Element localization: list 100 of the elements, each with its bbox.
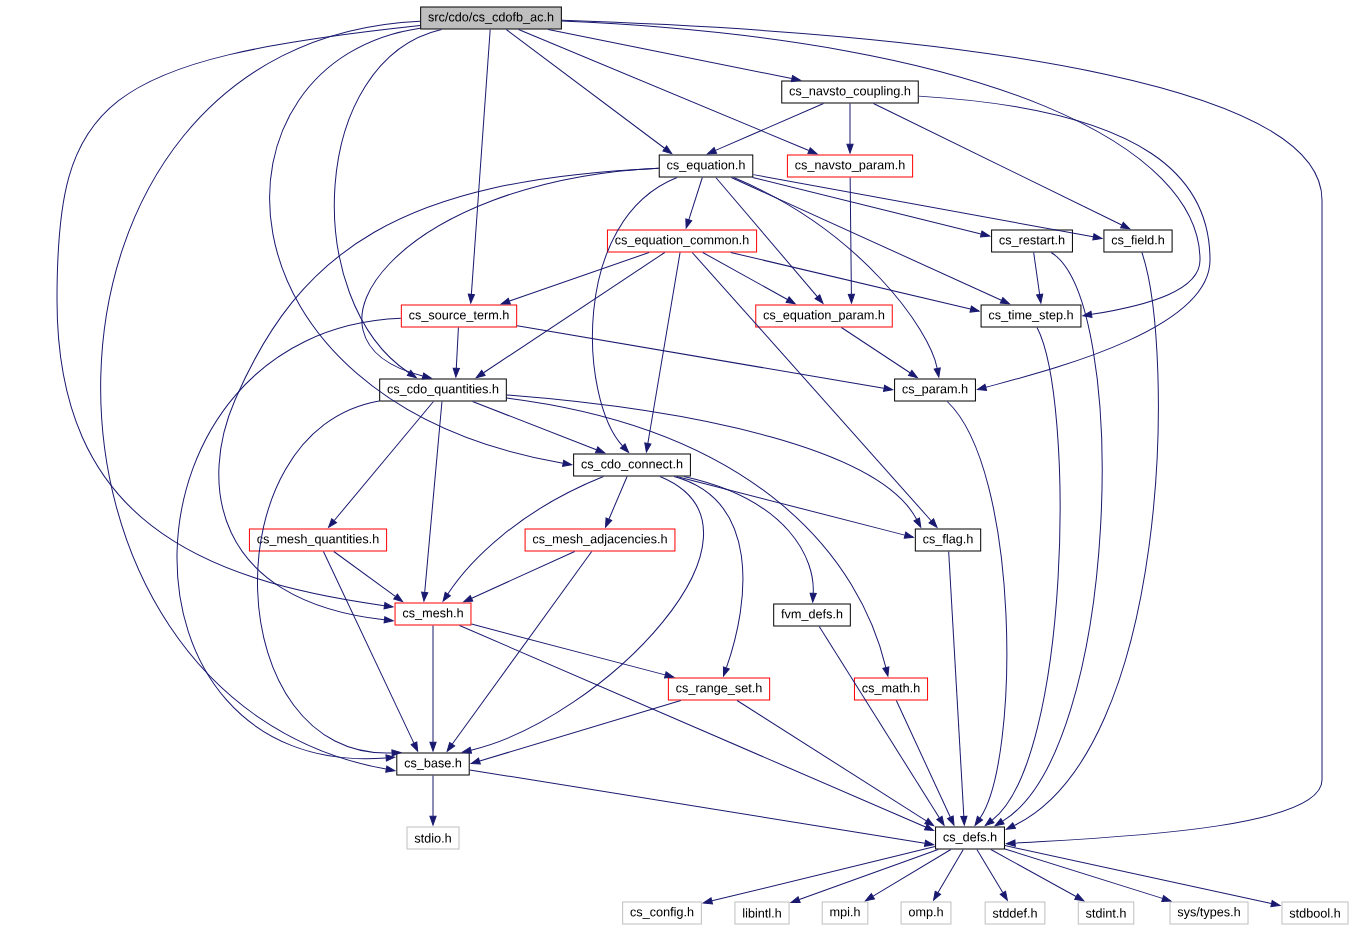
arrow [933, 849, 964, 901]
header-box: stdbool.h [1281, 901, 1349, 925]
arrow [561, 20, 1201, 318]
arrow [918, 95, 1211, 391]
header-box: omp.h [900, 901, 952, 925]
arrow [100, 20, 421, 773]
arrow [505, 29, 673, 155]
header-box: cs_base.h [396, 752, 470, 776]
header-box: stdint.h [1077, 901, 1135, 925]
arrow [470, 700, 682, 765]
header-box: cs_defs.h [935, 826, 1005, 850]
arrow [467, 29, 491, 304]
header-box: cs_config.h [622, 901, 702, 925]
arrow [676, 476, 914, 539]
arrow [715, 177, 824, 304]
arrow [429, 775, 437, 826]
arrow [990, 849, 1085, 902]
arrow [461, 476, 704, 754]
arrow [506, 394, 922, 528]
arrow [706, 103, 824, 155]
arrow [1005, 252, 1159, 830]
arrow [702, 846, 936, 905]
header-box: fvm_defs.h [773, 603, 851, 627]
arrow [752, 174, 1103, 241]
header-box: cs_mesh_adjacencies.h [524, 528, 676, 552]
arrow [846, 103, 854, 154]
arrow [547, 29, 801, 83]
header-box: cs_mesh.h [394, 602, 472, 626]
header-box: cs_cdo_quantities.h [379, 378, 507, 402]
header-box: stddef.h [984, 901, 1046, 925]
arrow [333, 551, 404, 603]
arrow [683, 476, 817, 603]
header-box: stdio.h [406, 826, 460, 850]
arrow [691, 252, 938, 528]
arrow [322, 551, 419, 752]
arrow [733, 177, 941, 378]
arrow [421, 401, 443, 602]
header-box: cs_cdo_connect.h [573, 453, 691, 477]
arrow [946, 401, 1008, 826]
arrow [605, 476, 628, 528]
arrow [500, 252, 650, 305]
arrow [56, 25, 421, 610]
arrow [840, 327, 918, 379]
arrow [452, 327, 460, 378]
arrow [269, 27, 573, 467]
arrow [176, 317, 402, 762]
arrow [518, 29, 818, 155]
header-box: cs_mesh_quantities.h [248, 528, 388, 552]
header-box: cs_equation_common.h [606, 229, 758, 253]
arrow [475, 252, 666, 379]
header-box: cs_navsto_param.h [786, 154, 914, 178]
arrow [218, 167, 660, 624]
arrow [790, 849, 939, 904]
header-box: cs_field.h [1103, 229, 1173, 253]
arrow [673, 476, 744, 677]
arrow [895, 700, 955, 826]
arrow [463, 551, 576, 603]
header-box: cs_equation_param.h [755, 304, 893, 328]
arrow [516, 325, 894, 392]
header-box: cs_source_term.h [400, 304, 518, 328]
arrow [328, 401, 434, 528]
header-box: cs_time_step.h [980, 304, 1082, 328]
arrow [561, 19, 1323, 847]
arrow [470, 623, 675, 679]
arrow [865, 849, 952, 902]
header-box: libintl.h [734, 901, 790, 925]
header-box: mpi.h [821, 901, 869, 925]
arrow [873, 103, 1131, 230]
arrow [847, 177, 855, 304]
header-box: cs_math.h [853, 677, 929, 701]
arrow [591, 177, 678, 453]
arrow [818, 626, 945, 826]
header-box: src/cdo/cs_cdofb_ac.h [420, 6, 562, 30]
arrow [257, 400, 402, 757]
arrow [334, 29, 442, 379]
arrow [1004, 848, 1172, 902]
header-box: cs_flag.h [914, 528, 982, 552]
arrow [730, 252, 980, 313]
arrow [1004, 845, 1281, 908]
arrow [730, 177, 1010, 305]
arrow [459, 625, 935, 831]
arrow [984, 327, 1061, 827]
arrow [644, 252, 681, 453]
header-box: cs_navsto_coupling.h [781, 80, 919, 104]
arrow [506, 397, 890, 677]
arrow [469, 769, 935, 847]
arrow [472, 401, 606, 454]
header-box: cs_param.h [894, 378, 976, 402]
header-box: cs_range_set.h [667, 677, 771, 701]
arrow [736, 700, 935, 827]
arrow [442, 476, 604, 602]
header-box: sys/types.h [1169, 901, 1249, 925]
arrow [429, 625, 437, 752]
header-box: cs_equation.h [658, 154, 754, 178]
arrow [685, 177, 703, 229]
arrow [702, 252, 796, 305]
arrow [948, 551, 968, 826]
header-box: cs_restart.h [991, 229, 1073, 253]
arrow [994, 252, 1103, 827]
arrow [446, 551, 593, 752]
